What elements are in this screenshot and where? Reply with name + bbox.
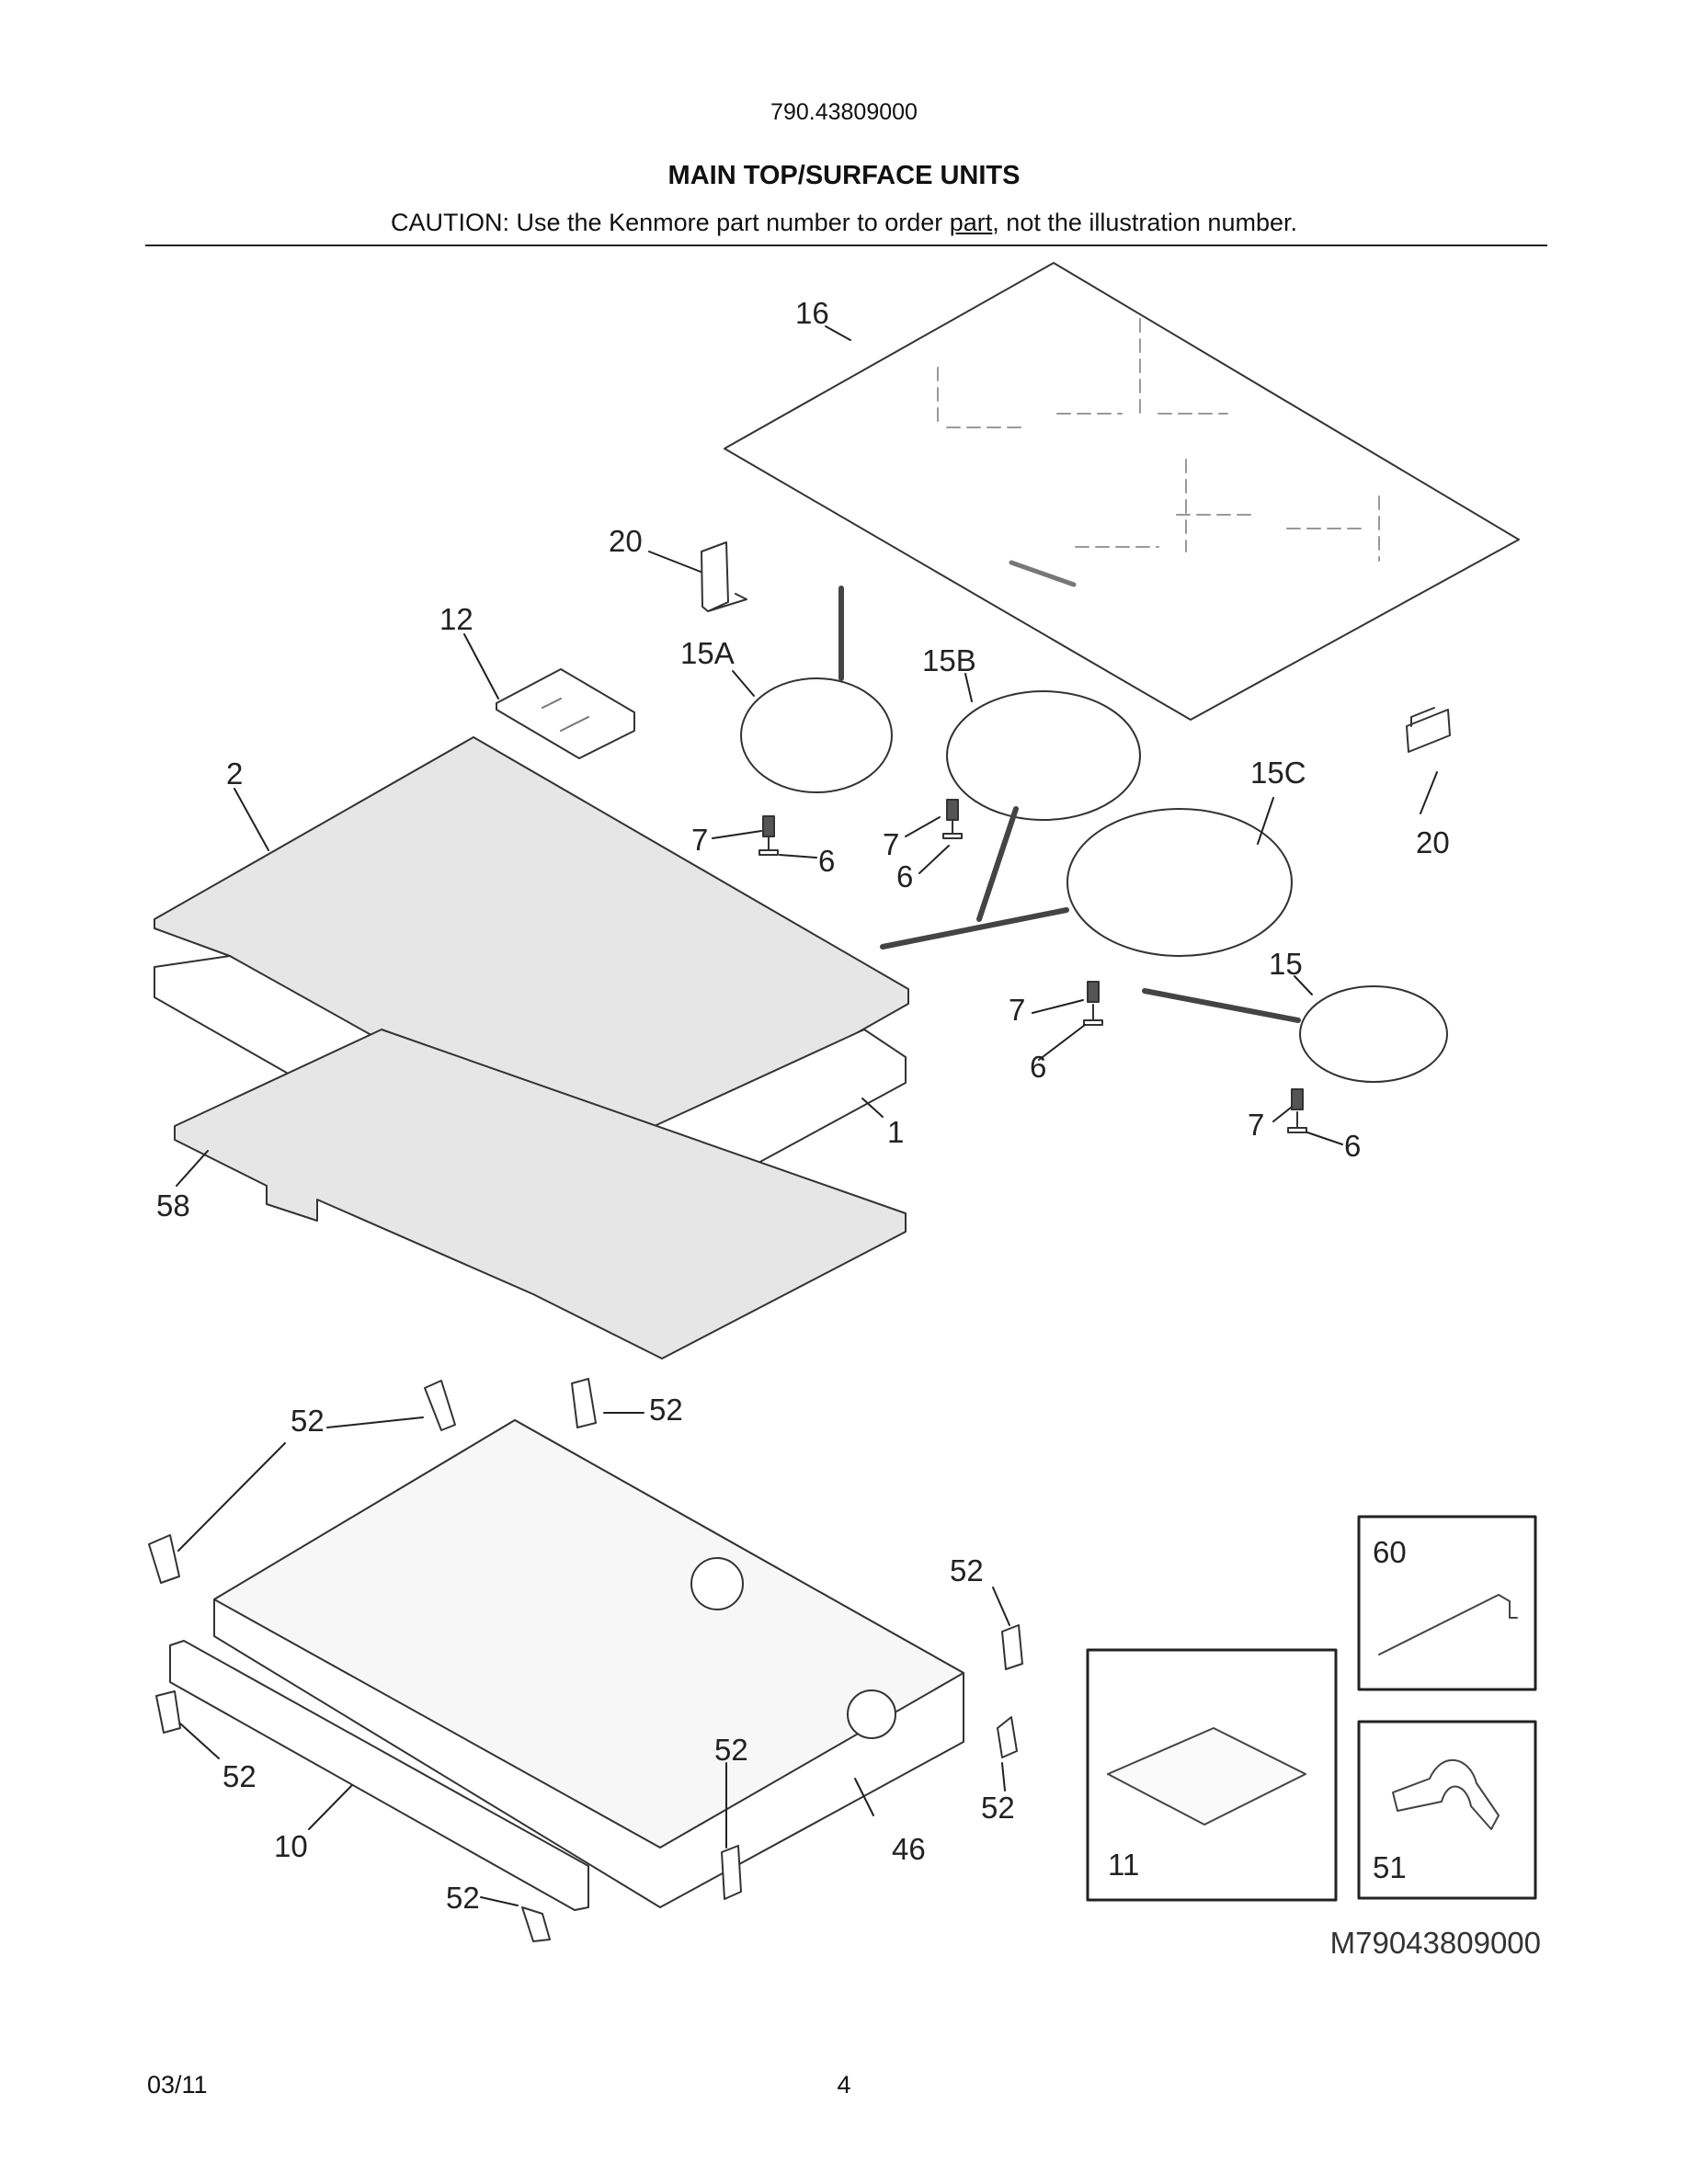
spring-and-screw-parts (758, 799, 1307, 1133)
callout-51: 51 (1373, 1850, 1407, 1884)
callout-7-d: 7 (1248, 1108, 1264, 1142)
callout-7-a: 7 (691, 823, 708, 857)
page-title: MAIN TOP/SURFACE UNITS (667, 161, 1021, 190)
callout-16: 16 (795, 296, 829, 330)
leader-lines (176, 325, 1438, 1906)
footer-date: 03/11 (147, 2071, 208, 2099)
callout-52-f: 52 (222, 1759, 257, 1793)
callout-6-d: 6 (1344, 1129, 1361, 1163)
inset-box-60 (1357, 1515, 1537, 1691)
callout-52-b: 52 (649, 1393, 683, 1427)
heating-element-15a (740, 586, 893, 793)
callout-6-a: 6 (818, 844, 835, 878)
header-divider (145, 245, 1547, 246)
callout-52-c: 52 (950, 1553, 984, 1587)
callout-58: 58 (156, 1189, 190, 1223)
bracket-left-part (701, 541, 747, 612)
callout-52-e: 52 (981, 1791, 1015, 1825)
callout-10: 10 (274, 1829, 308, 1863)
callout-2: 2 (226, 756, 243, 791)
drawing-number: M79043809000 (1329, 1926, 1541, 1960)
heating-element-15c (880, 808, 1293, 957)
caution-note: CAUTION: Use the Kenmore part number to … (0, 209, 1688, 237)
callout-labels: 16 20 12 15A 15B 15C 20 2 7 6 7 6 7 6 15… (156, 296, 1450, 1915)
glass-cooktop-part (724, 262, 1520, 721)
callout-52-g: 52 (446, 1881, 480, 1915)
callout-12: 12 (439, 602, 473, 636)
insulation-bottom-part (174, 1029, 907, 1359)
caution-underlined-word: part (949, 209, 993, 236)
callout-52-d: 52 (714, 1733, 748, 1767)
heating-element-15 (1142, 985, 1448, 1083)
inset-box-51 (1357, 1720, 1537, 1900)
model-number: 790.43809000 (770, 99, 918, 125)
footer-page-number: 4 (837, 2071, 851, 2099)
callout-60: 60 (1373, 1535, 1407, 1569)
callout-11: 11 (1108, 1848, 1139, 1882)
callout-20-left: 20 (609, 524, 643, 558)
callout-15c: 15C (1250, 756, 1306, 790)
caution-suffix: , not the illustration number. (992, 209, 1297, 236)
chassis-box-part (213, 1419, 964, 1908)
callout-6-c: 6 (1030, 1050, 1046, 1084)
clip-parts (148, 1378, 1023, 1942)
callout-46: 46 (892, 1832, 926, 1866)
callout-52-a: 52 (291, 1404, 325, 1438)
callout-6-b: 6 (896, 859, 913, 893)
bracket-right-part (1406, 707, 1451, 753)
inset-box-11 (1086, 1648, 1338, 1902)
callout-1: 1 (887, 1115, 904, 1149)
callout-15b: 15B (922, 643, 976, 677)
caution-prefix: CAUTION: Use the Kenmore part number to … (391, 209, 950, 236)
callout-7-b: 7 (883, 827, 899, 861)
mounting-bracket-part (496, 668, 635, 759)
callout-15: 15 (1269, 947, 1303, 981)
callout-20-right: 20 (1416, 825, 1450, 859)
front-trim-part (169, 1640, 589, 1911)
callout-7-c: 7 (1009, 993, 1025, 1027)
callout-15a: 15A (680, 636, 735, 670)
heating-element-15b (946, 690, 1141, 922)
